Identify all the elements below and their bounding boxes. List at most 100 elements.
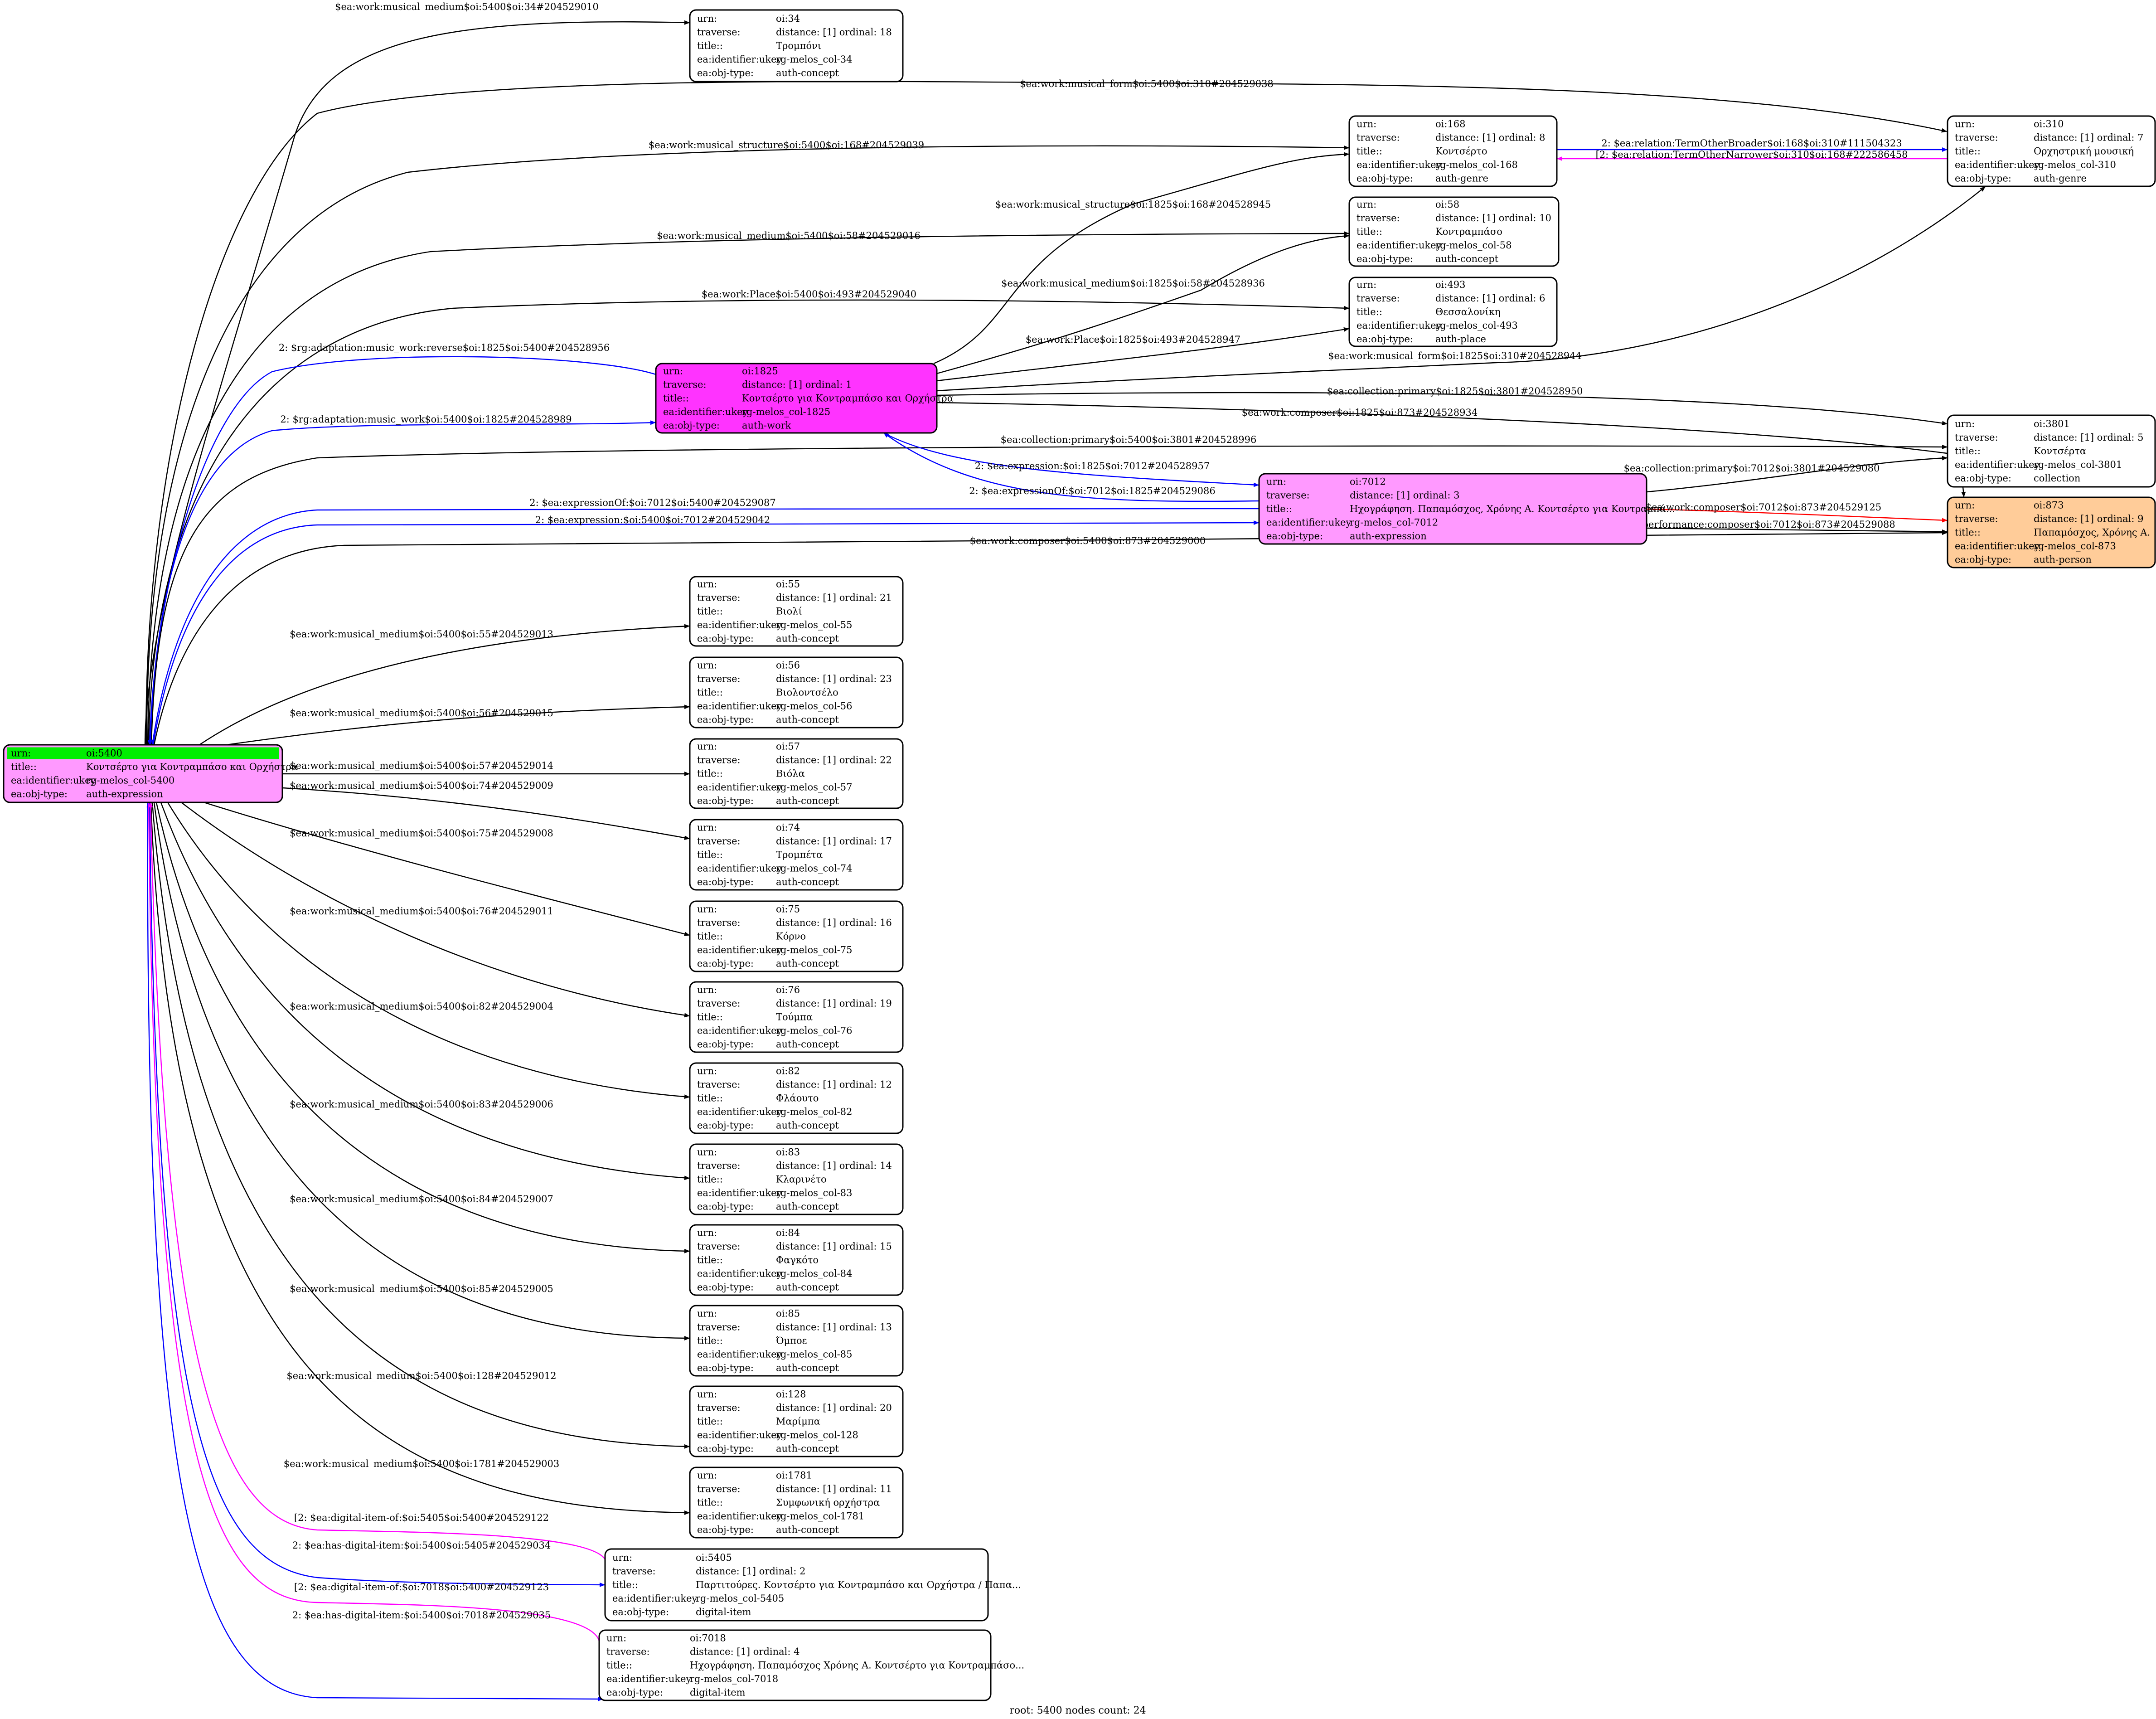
node-field-value: rg-melos_col-1825	[742, 407, 830, 418]
node-field-key: ea:obj-type:	[1266, 531, 1323, 542]
node-field-key: ea:identifier:ukey	[697, 1511, 782, 1522]
edge-17	[181, 802, 690, 1018]
node-field-value: oi:57	[776, 741, 800, 752]
footer-caption: root: 5400 nodes count: 24	[1009, 1705, 1146, 1716]
node-field-value: rg-melos_col-57	[776, 782, 853, 793]
node-field-value: distance: [1] ordinal: 12	[776, 1079, 892, 1090]
node-field-value: rg-melos_col-3801	[2034, 459, 2122, 470]
node-field-value: oi:56	[776, 660, 800, 671]
node-field-key: ea:identifier:ukey	[697, 701, 782, 712]
node-field-key: ea:identifier:ukey	[697, 1107, 782, 1117]
node-field-value: distance: [1] ordinal: 6	[1435, 293, 1546, 304]
edge-label: $ea:work:musical_medium$oi:5400$oi:55#20…	[290, 629, 553, 640]
edge-label: 2: $ea:expression:$oi:5400$oi:7012#20452…	[535, 515, 770, 525]
node-box	[689, 656, 904, 728]
edge-label: $ea:work:musical_medium$oi:5400$oi:1781#…	[284, 1458, 560, 1469]
edge-label: $ea:work:musical_medium$oi:5400$oi:76#20…	[290, 906, 553, 917]
node-field-key: ea:obj-type:	[697, 68, 754, 78]
node-field-key: ea:obj-type:	[697, 633, 754, 644]
edge-12	[199, 624, 690, 745]
node-field-key: urn:	[697, 13, 717, 24]
node-box	[1348, 196, 1560, 267]
node-field-key: traverse:	[1955, 514, 1998, 524]
node-box	[1348, 277, 1558, 347]
node-field-key: ea:identifier:ukey	[697, 1268, 782, 1279]
node-box	[689, 1466, 904, 1539]
node-field-value: oi:75	[776, 904, 800, 915]
edge-label: $ea:work:musical_medium$oi:5400$oi:56#20…	[290, 708, 553, 719]
node-field-value: Παρτιτούρες. Κοντσέρτο για Κοντραμπάσο κ…	[696, 1579, 1021, 1590]
node-field-key: traverse:	[697, 1241, 741, 1252]
node-box	[3, 744, 283, 803]
node-field-value: distance: [1] ordinal: 17	[776, 836, 892, 847]
node-field-value: distance: [1] ordinal: 11	[776, 1484, 892, 1495]
node-field-key: title::	[1955, 446, 1981, 456]
edge-26	[146, 802, 600, 1641]
node-field-value: oi:84	[776, 1228, 800, 1238]
edge-label: $ea:work:musical_medium$oi:5400$oi:82#20…	[290, 1001, 553, 1012]
node-field-value: auth-concept	[1435, 253, 1499, 264]
node-field-value: auth-person	[2034, 554, 2092, 565]
node-field-value: auth-concept	[776, 714, 839, 725]
node-field-value: distance: [1] ordinal: 22	[776, 755, 892, 766]
edge-13	[226, 704, 690, 746]
node-field-key: traverse:	[663, 379, 707, 390]
node-field-value: Κοντραμπάσο	[1435, 226, 1502, 237]
node-field-key: title::	[697, 931, 723, 942]
edge-label: 2: $ea:expressionOf:$oi:7012$oi:1825#204…	[969, 486, 1216, 496]
edge-8	[150, 444, 1948, 745]
node-field-value: rg-melos_col-7012	[1350, 517, 1438, 528]
node-box	[689, 1224, 904, 1296]
node-box	[689, 981, 904, 1053]
node-field-value: distance: [1] ordinal: 2	[696, 1566, 806, 1577]
node-field-value: oi:34	[776, 13, 800, 24]
edge-label: $ea:collection:primary$oi:5400$oi:3801#2…	[1001, 434, 1257, 445]
node-field-key: urn:	[697, 1228, 717, 1238]
node-field-value: Μαρίμπα	[776, 1416, 820, 1427]
node-field-value: distance: [1] ordinal: 16	[776, 918, 892, 928]
node-field-key: ea:obj-type:	[11, 789, 68, 800]
node-field-value: oi:1781	[776, 1470, 812, 1481]
edge-label: [2: $ea:digital-item-of:$oi:7018$oi:5400…	[294, 1582, 549, 1593]
node-field-key: ea:identifier:ukey	[697, 782, 782, 793]
node-field-value: auth-place	[1435, 334, 1486, 345]
node-field-value: distance: [1] ordinal: 20	[776, 1403, 892, 1413]
node-field-value: rg-melos_col-82	[776, 1107, 853, 1117]
node-field-key: traverse:	[697, 755, 741, 766]
node-field-value: Φαγκότο	[776, 1255, 819, 1266]
node-field-value: Θεσσαλονίκη	[1435, 306, 1501, 317]
edge-label: $ea:work:musical_medium$oi:1825$oi:58#20…	[1001, 278, 1265, 289]
edges-layer	[144, 20, 1986, 1701]
node-field-key: title::	[697, 1416, 723, 1427]
node-field-value: Βιόλα	[776, 768, 805, 779]
node-field-key: ea:obj-type:	[697, 1363, 754, 1374]
node-field-value: auth-concept	[776, 958, 839, 969]
node-field-value: auth-concept	[776, 633, 839, 644]
node-field-value: digital-item	[696, 1607, 751, 1617]
node-field-value: rg-melos_col-58	[1435, 240, 1512, 251]
